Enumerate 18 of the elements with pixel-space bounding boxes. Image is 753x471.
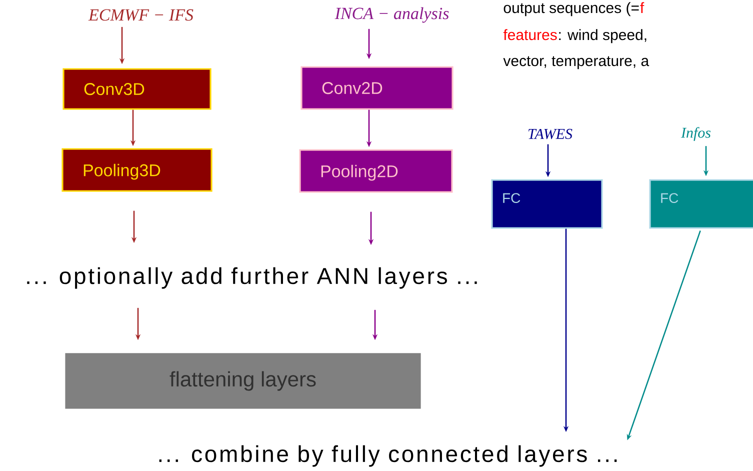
layer-box: Conv3D <box>62 68 212 110</box>
note-text: features <box>503 29 557 40</box>
step-text: ... optionally add further ANN layers ... <box>27 267 477 289</box>
input-label: Infos <box>680 127 711 141</box>
step-text: ... combine by fully connected layers ... <box>159 445 617 467</box>
note-text: f <box>640 2 644 13</box>
layer-box: flattening layers <box>65 353 421 409</box>
note-text: output sequences (= <box>504 2 639 16</box>
input-label: ECMWF − IFS <box>88 9 194 21</box>
layer-box: Pooling2D <box>299 149 453 193</box>
layer-box: Pooling3D <box>62 148 212 192</box>
note-text: : wind speed, <box>559 29 646 44</box>
fc-box: FC <box>491 179 603 229</box>
note-text: vector, temperature, a <box>503 56 650 70</box>
input-label: INCA − analysis <box>334 7 449 23</box>
input-label: TAWES <box>528 128 572 140</box>
layer-box: Conv2D <box>300 66 454 110</box>
fc-box: FC <box>649 179 753 229</box>
